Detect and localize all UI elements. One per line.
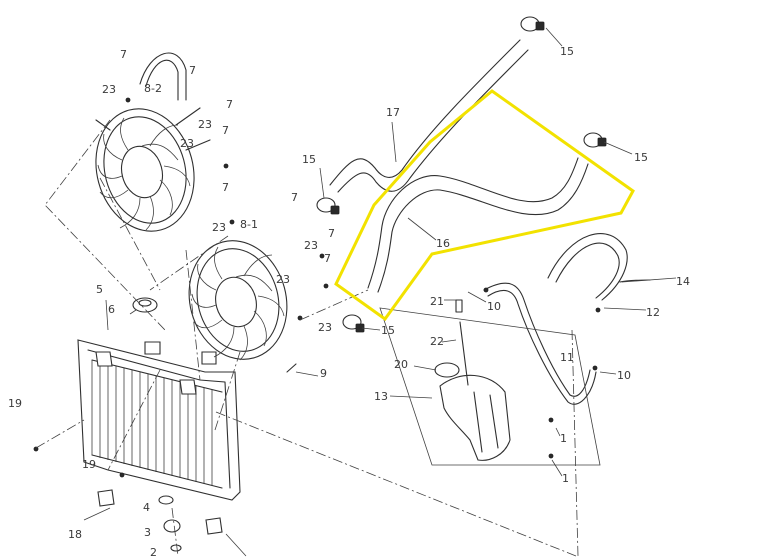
callout-11: 11 [560,351,574,364]
callout-7-right-b: 7 [222,124,229,137]
callout-23-middle: 23 [212,221,226,234]
radiator [77,339,241,501]
callout-3: 3 [144,526,151,539]
callout-1-lower: 1 [562,472,569,485]
callout-7-lower-a: 7 [291,191,298,204]
callout-15-left: 15 [302,153,316,166]
callout-10-right: 10 [617,369,631,382]
callout-12: 12 [646,306,660,319]
hose-14 [547,233,651,301]
callout-13: 13 [374,390,388,403]
hose-clamp-top [520,16,545,32]
callout-15-bottom: 15 [381,324,395,337]
callout-5: 5 [96,283,103,296]
callout-21: 21 [430,295,444,308]
callout-23-lower-b: 23 [276,273,290,286]
callout-15-top: 15 [560,45,574,58]
fan-assembly-lower [188,240,288,361]
callout-14: 14 [676,275,690,288]
callout-17: 17 [386,106,400,119]
callout-22: 22 [430,335,444,348]
hose-11 [483,282,597,405]
callout-4: 4 [143,501,150,514]
callout-16: 16 [436,237,450,250]
callout-1-upper: 1 [560,432,567,445]
callout-8-1: 8-1 [240,218,258,231]
callout-23-right-b: 23 [180,137,194,150]
hose-17 [329,39,529,193]
callout-23-top: 23 [102,83,116,96]
callout-labels: 15 15 15 15 17 16 14 12 10 10 11 21 22 2… [8,45,690,557]
assembly-lines [35,119,579,557]
highlight-outline [334,89,635,322]
hose-clamp-left [316,197,340,215]
small-hardware [33,97,601,552]
hose-clamp-bottom [342,314,365,333]
callout-19-bottom: 19 [82,458,96,471]
hose-clamp-right [583,132,607,148]
callout-2: 2 [150,546,157,557]
fan-assembly-upper [95,107,211,232]
callout-7-lower-c: 7 [324,252,331,265]
callout-23-right-a: 23 [198,118,212,131]
callout-15-right: 15 [634,151,648,164]
callout-7-top: 7 [120,48,127,61]
callout-20: 20 [394,358,408,371]
callout-8-2: 8-2 [144,82,162,95]
callout-18: 18 [68,528,82,541]
callout-9: 9 [320,367,327,380]
leader-lines [83,27,677,557]
callout-7-top-right: 7 [189,64,196,77]
callout-19-left: 19 [8,397,22,410]
hose-16 [367,157,589,293]
callout-7-lower-b: 7 [328,227,335,240]
callout-23-lower-c: 23 [318,321,332,334]
hose-upper-left [139,52,187,101]
callout-7-right-a: 7 [226,98,233,111]
callout-10-middle: 10 [487,300,501,313]
coolant-reservoir-group [379,299,601,466]
callout-6: 6 [108,303,115,316]
callout-7-middle: 7 [222,181,229,194]
callout-23-lower-a: 23 [304,239,318,252]
